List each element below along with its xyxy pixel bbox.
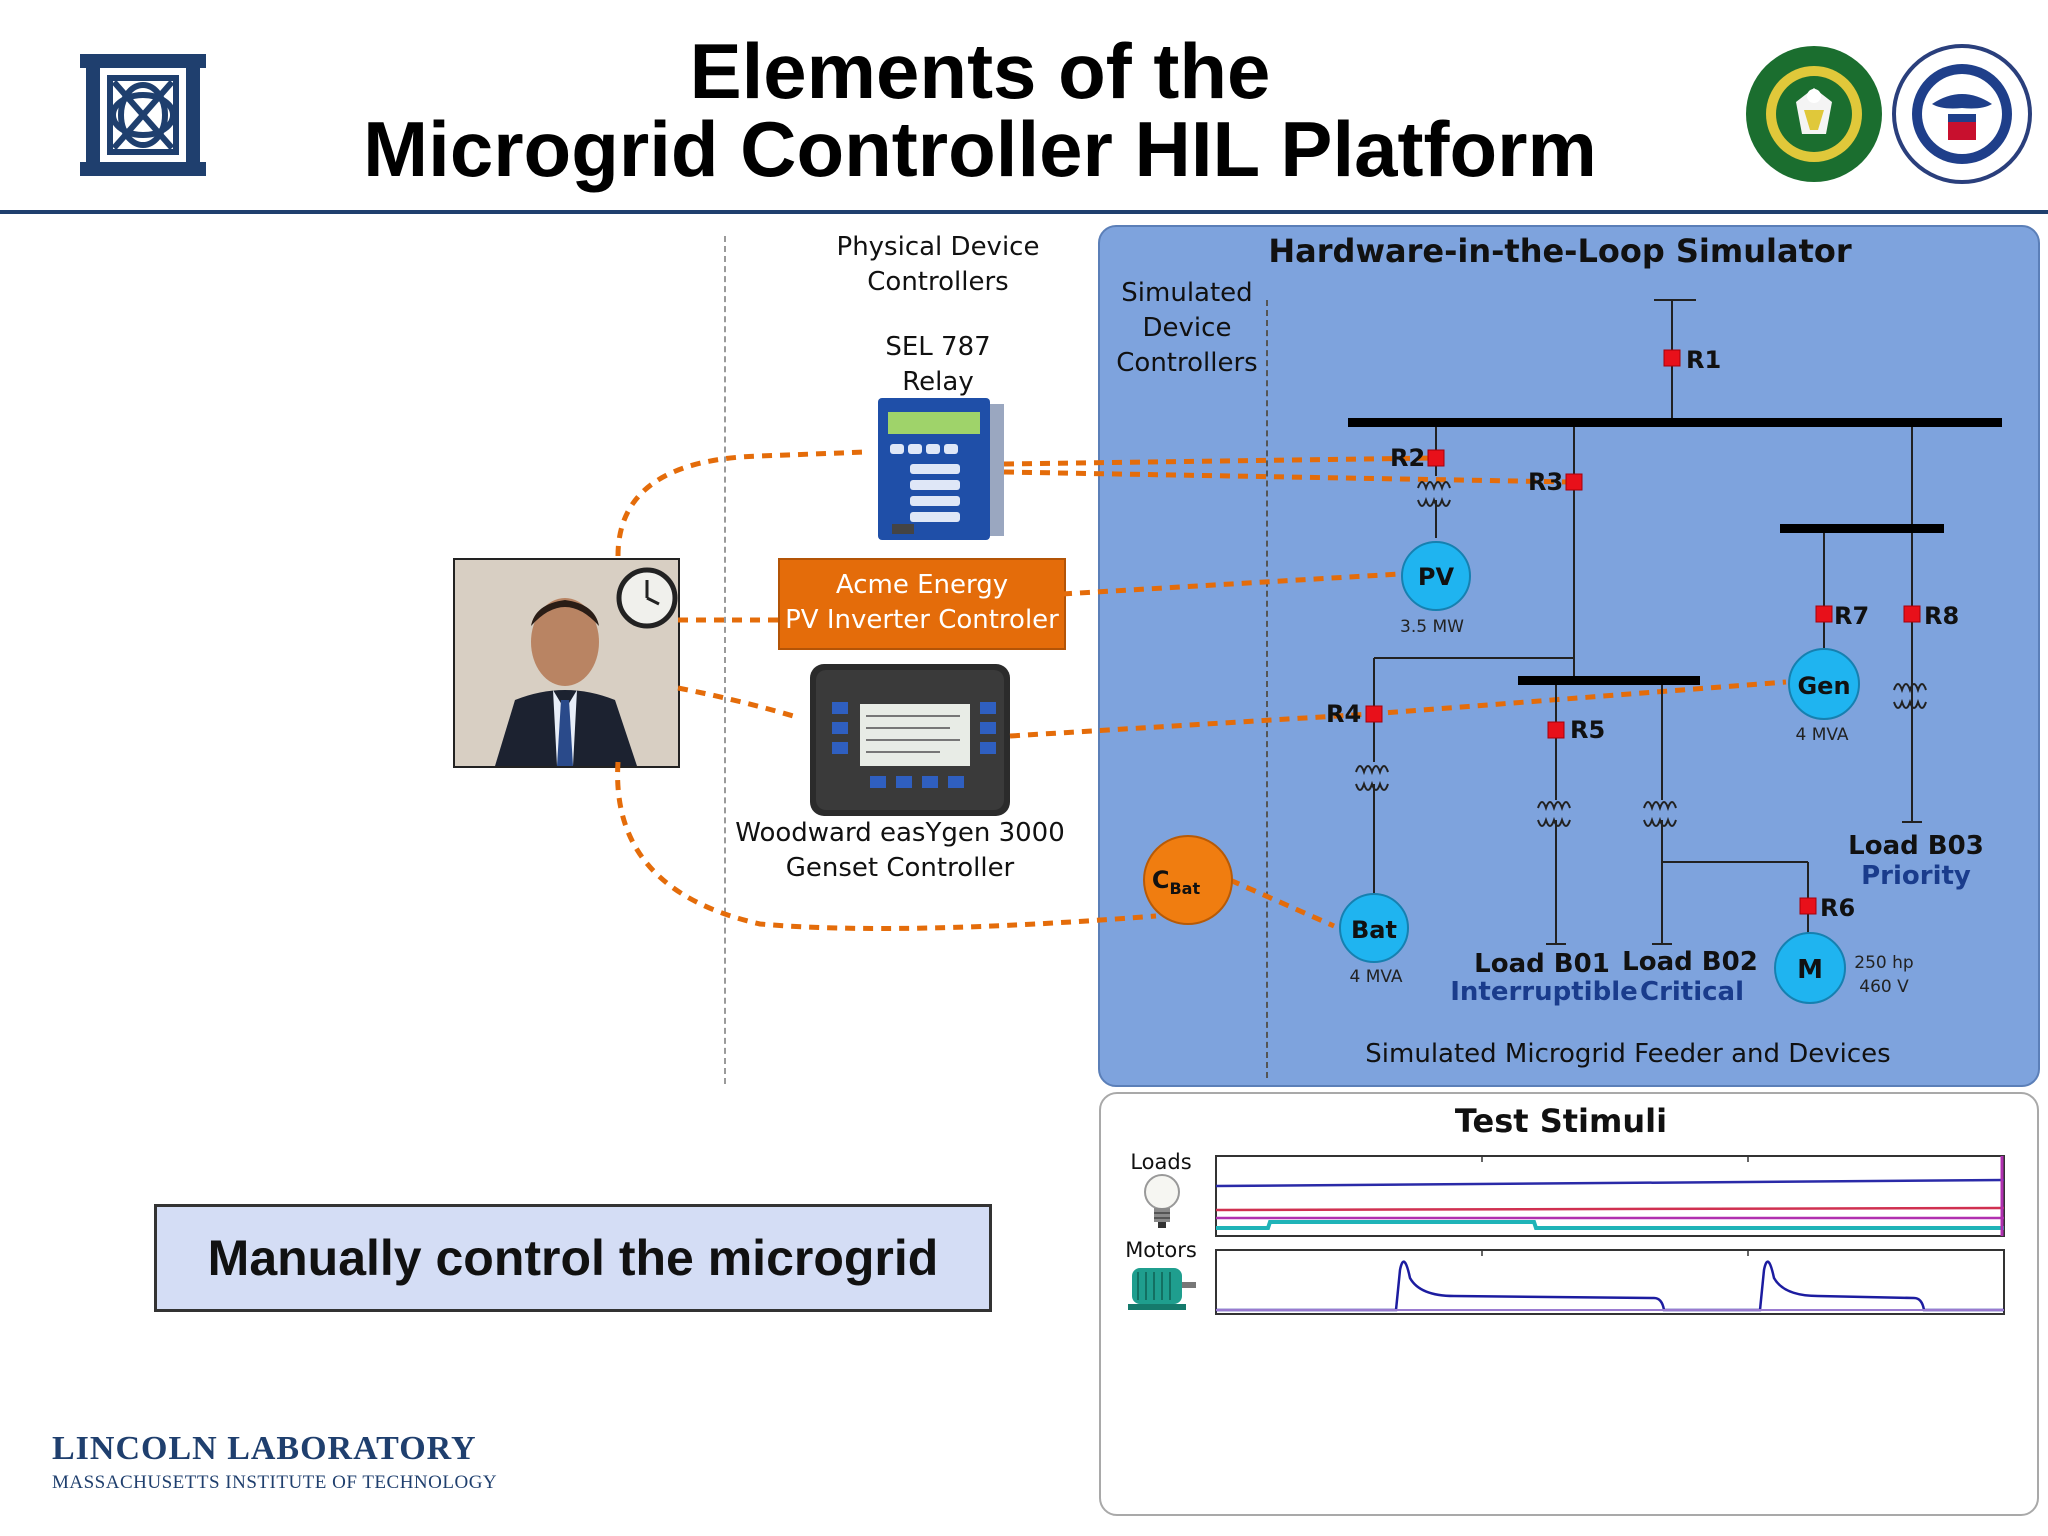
cbat-label-main: C: [1152, 866, 1170, 894]
load-b03-type: Priority: [1861, 861, 1971, 891]
lightbulb-icon: [1140, 1172, 1184, 1232]
physical-divider: [724, 236, 726, 1084]
relay-r1-label: R1: [1686, 346, 1721, 374]
simulated-line-2: Device: [1142, 313, 1232, 343]
motor-label: M: [1797, 955, 1823, 985]
genset-gen-link: [1369, 679, 1787, 717]
simulated-divider: [1266, 300, 1268, 1078]
bat-circle: [1339, 893, 1409, 963]
load-b01-type: Interruptible: [1450, 977, 1638, 1007]
pv-inverter-controller-box: Acme Energy PV Inverter Controler: [778, 558, 1066, 650]
relay-r7-label: R7: [1834, 602, 1869, 630]
stimuli-traces: [1215, 1155, 2005, 1315]
electric-motor-icon: [1124, 1262, 1198, 1314]
relay-r5: [1547, 721, 1565, 739]
title-line-1: Elements of the: [689, 27, 1271, 115]
footer-lab-name: LINCOLN LABORATORY: [52, 1430, 477, 1467]
relay-r2-label: R2: [1390, 444, 1425, 472]
relay-r2: [1427, 449, 1445, 467]
load-b03-name: Load B03: [1848, 831, 1984, 861]
bat-label: Bat: [1351, 916, 1397, 944]
hil-title: Hardware-in-the-Loop Simulator: [1268, 232, 1852, 270]
relay-r8: [1903, 605, 1921, 623]
load-b01-name: Load B01: [1474, 949, 1610, 979]
genset-label-line-1: Woodward easYgen 3000: [735, 818, 1065, 848]
load-b02-type: Critical: [1640, 977, 1744, 1007]
simulated-line-3: Controllers: [1116, 348, 1258, 378]
dhs-seal: [1892, 44, 2032, 184]
relay-r3-link: [1003, 469, 1573, 485]
motors-label: Motors: [1125, 1238, 1197, 1262]
manual-control-callout: Manually control the microgrid: [154, 1204, 992, 1312]
motor-circle: [1774, 932, 1846, 1004]
load-trace-cyan: [1216, 1220, 2004, 1230]
pv-box-line-1: Acme Energy: [835, 570, 1009, 600]
gen-label: Gen: [1797, 672, 1850, 700]
relay-r7: [1815, 605, 1833, 623]
relay-r8-label: R8: [1924, 602, 1959, 630]
loads-plot-ticks: [1481, 1156, 1749, 1162]
relay-r4: [1365, 705, 1383, 723]
pv-label: PV: [1418, 563, 1455, 591]
pv-controller-link: [1061, 571, 1401, 597]
simulated-line-1: Simulated: [1121, 278, 1253, 308]
relay-r1: [1663, 349, 1681, 367]
motors-plot-frame: [1215, 1249, 2005, 1315]
pv-box-line-2: PV Inverter Controler: [785, 605, 1059, 635]
mit-logo: [80, 54, 206, 176]
header-divider: [0, 210, 2048, 214]
relay-r6: [1799, 897, 1817, 915]
relay-r3: [1565, 473, 1583, 491]
motor-rating-1: 250 hp: [1854, 953, 1913, 973]
operator-genset-link: [677, 685, 801, 721]
pv-rating: 3.5 MW: [1400, 617, 1464, 637]
stimuli-title: Test Stimuli: [1454, 1102, 1668, 1140]
cbat-label: CBat: [1152, 866, 1201, 898]
relay-link-operator: [615, 449, 867, 557]
manual-control-text: Manually control the microgrid: [207, 1230, 939, 1286]
secondary-bus-right: [1780, 524, 1944, 533]
cbat-label-sub: Bat: [1169, 879, 1200, 898]
main-bus: [1348, 418, 2002, 427]
secondary-bus-center: [1518, 676, 1700, 685]
operator-photo: [453, 558, 680, 768]
relay-r5-label: R5: [1570, 716, 1605, 744]
relay-label-line-2: Relay: [902, 367, 974, 397]
operator-cbat-link: [615, 761, 1157, 931]
hil-simulator-panel: [1098, 225, 2040, 1087]
physical-heading-line-1: Physical Device: [836, 232, 1040, 262]
motor-rating-2: 460 V: [1859, 977, 1909, 997]
relay-r4-label: R4: [1326, 700, 1361, 728]
sel-787-relay-image: [878, 398, 1004, 540]
genset-label-line-2: Genset Controller: [785, 853, 1015, 883]
motors-plot-ticks: [1481, 1250, 1749, 1256]
relay-r3-label: R3: [1528, 468, 1563, 496]
gen-circle: [1788, 648, 1860, 720]
load-trace-blue: [1215, 1178, 2005, 1188]
genset-r4-link: [1009, 711, 1371, 739]
title-line-2: Microgrid Controller HIL Platform: [363, 105, 1597, 193]
woodward-controller-image: [810, 664, 1010, 816]
cbat-bat-link: [1228, 877, 1336, 929]
loads-label: Loads: [1130, 1150, 1192, 1174]
bat-rating: 4 MVA: [1349, 967, 1402, 987]
doe-seal: [1744, 44, 1884, 184]
relay-label-line-1: SEL 787: [885, 332, 991, 362]
pv-circle: [1401, 541, 1471, 611]
cbat-circle: [1143, 835, 1233, 925]
load-b02-name: Load B02: [1622, 947, 1758, 977]
physical-heading-line-2: Controllers: [867, 267, 1009, 297]
load-trace-red: [1215, 1206, 2005, 1212]
gen-rating: 4 MVA: [1795, 725, 1848, 745]
hil-footer: Simulated Microgrid Feeder and Devices: [1365, 1039, 1890, 1069]
footer-institute-name: MASSACHUSETTS INSTITUTE OF TECHNOLOGY: [52, 1472, 498, 1493]
relay-r6-label: R6: [1820, 894, 1855, 922]
relay-r2-link: [1003, 455, 1437, 467]
